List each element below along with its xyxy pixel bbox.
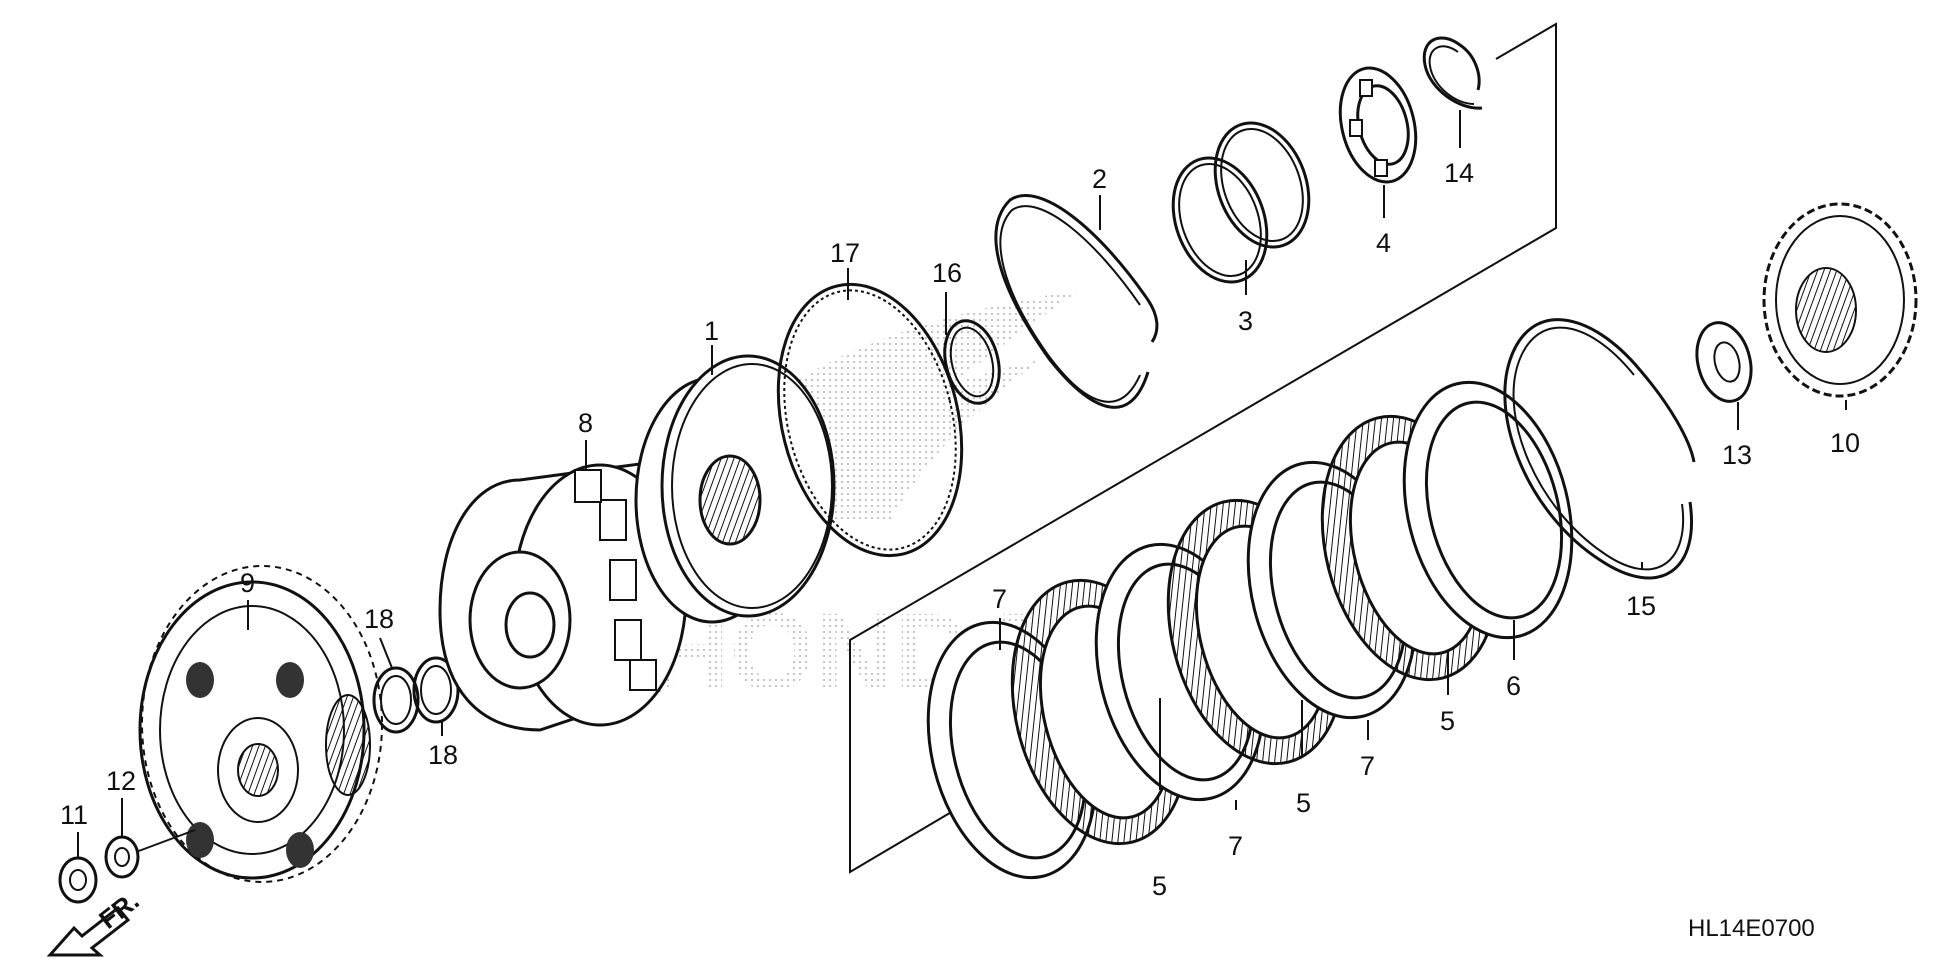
label-part-14: 14 — [1444, 158, 1474, 188]
label-part-10: 10 — [1830, 428, 1860, 458]
retainer-part-4[interactable] — [1329, 60, 1427, 190]
washer-part-12[interactable] — [104, 829, 196, 879]
label-part-3: 3 — [1238, 306, 1253, 336]
label-part-6: 6 — [1506, 671, 1521, 701]
label-part-7-a: 7 — [992, 584, 1007, 614]
diagram-code: HL14E0700 — [1688, 915, 1815, 942]
label-part-18-b: 18 — [428, 740, 458, 770]
label-part-9: 9 — [240, 568, 255, 598]
label-part-13: 13 — [1722, 440, 1752, 470]
washer-part-13[interactable] — [1689, 317, 1759, 407]
label-part-5-c: 5 — [1440, 706, 1455, 736]
label-part-7-b: 7 — [1228, 831, 1243, 861]
snap-ring-part-15[interactable] — [1503, 318, 1696, 580]
piston-part-1[interactable] — [634, 354, 836, 624]
snap-ring-part-14[interactable] — [1422, 36, 1483, 110]
label-part-4: 4 — [1376, 228, 1391, 258]
ring-part-18-a[interactable] — [372, 666, 420, 734]
gear-part-9[interactable] — [138, 565, 383, 883]
label-part-11: 11 — [60, 800, 88, 830]
label-part-5-b: 5 — [1296, 788, 1311, 818]
clutch-pack — [926, 365, 1597, 880]
nut-part-11[interactable] — [58, 856, 98, 904]
snap-ring-part-2[interactable] — [994, 194, 1159, 409]
group-bracket — [849, 22, 1557, 874]
label-part-15: 15 — [1626, 591, 1656, 621]
ring-part-18-b[interactable] — [412, 656, 460, 724]
gear-part-10[interactable] — [1762, 202, 1918, 398]
label-part-1: 1 — [704, 316, 719, 346]
split-ring-part-3[interactable] — [1157, 110, 1325, 295]
seal-ring-part-17[interactable] — [751, 265, 989, 575]
label-part-2: 2 — [1092, 164, 1107, 194]
label-part-12: 12 — [106, 766, 136, 796]
label-part-5-a: 5 — [1152, 871, 1167, 901]
label-part-7-c: 7 — [1360, 751, 1375, 781]
end-plate-part-6[interactable] — [1379, 365, 1597, 656]
label-part-18-a: 18 — [364, 604, 394, 634]
part-labels: 1 2 3 4 5 5 5 6 7 7 7 8 9 10 11 12 13 14… — [60, 158, 1860, 901]
label-part-17: 17 — [830, 238, 860, 268]
label-part-8: 8 — [578, 408, 593, 438]
label-part-16: 16 — [932, 258, 962, 288]
leader-lines — [77, 110, 1847, 858]
o-ring-part-16[interactable] — [937, 315, 1008, 409]
